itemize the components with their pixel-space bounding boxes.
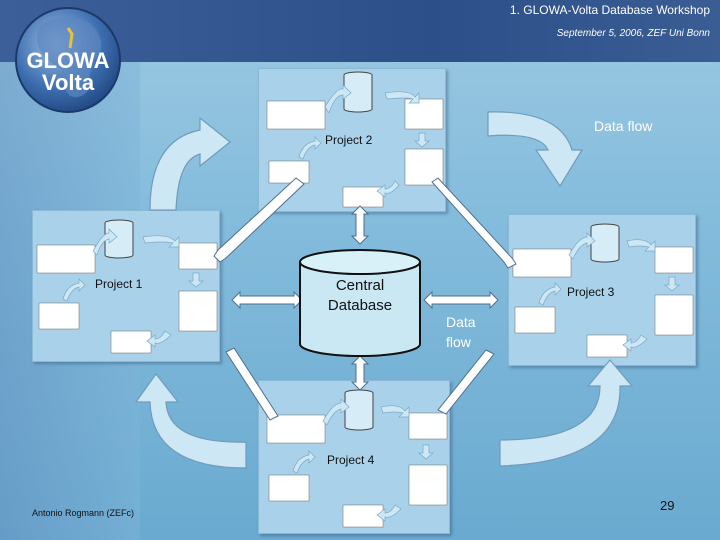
project-box-1: Project 1 <box>32 210 220 362</box>
project-diagram <box>266 389 448 528</box>
header-date: September 5, 2006, ZEF Uni Bonn <box>556 28 710 39</box>
connector-to-project-3 <box>431 177 517 269</box>
project-diagram <box>266 71 444 208</box>
glowa-volta-logo: GLOWA Volta <box>15 7 121 113</box>
double-arrow-top <box>350 205 370 245</box>
project-1-label: Project 1 <box>95 277 143 291</box>
flow-arrow-bottom-right <box>499 359 634 467</box>
central-database-label: Central Database <box>298 276 422 316</box>
footer-author: Antonio Rogmann (ZEFc) <box>32 508 135 518</box>
double-arrow-right <box>423 290 499 310</box>
project-diagram <box>512 223 694 358</box>
double-arrow-bottom <box>350 355 370 391</box>
project-2-label: Project 2 <box>325 133 373 147</box>
flow-arrow-top-right <box>487 111 584 188</box>
project-3-label: Project 3 <box>567 285 615 299</box>
double-arrow-left <box>231 290 303 310</box>
flow-arrow-bottom-left <box>134 372 247 469</box>
data-flow-label-top: Data flow <box>594 118 653 134</box>
connector-to-project-4-left <box>225 347 279 421</box>
project-4-label: Project 4 <box>327 453 375 467</box>
flow-arrow-top-left <box>149 116 231 211</box>
page-number: 29 <box>660 498 675 513</box>
central-line1: Central <box>335 277 385 294</box>
data-flow-label-middle: Data flow <box>446 314 476 350</box>
project-box-4: Project 4 <box>258 380 450 534</box>
logo-line2: Volta <box>42 70 95 95</box>
central-line2: Database <box>327 297 393 314</box>
logo-line1: GLOWA <box>26 48 109 73</box>
central-database-cylinder <box>299 249 421 357</box>
header-title: 1. GLOWA-Volta Database Workshop <box>509 3 710 17</box>
project-box-3: Project 3 <box>508 214 696 366</box>
connector-to-project-4-right <box>437 349 495 415</box>
project-diagram <box>36 219 218 354</box>
connector-to-project-2 <box>213 177 305 263</box>
